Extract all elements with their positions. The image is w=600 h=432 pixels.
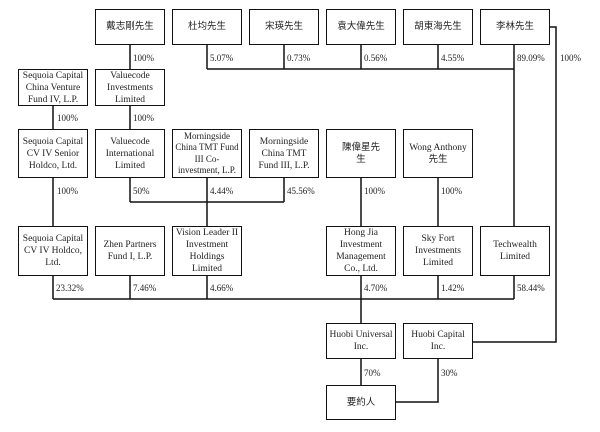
pct-label: 50%	[133, 186, 150, 196]
pct-label: 7.46%	[133, 283, 157, 293]
pct-label: 1.42%	[441, 283, 465, 293]
entity-sequoia-venture: Sequoia Capital China Venture Fund IV, L…	[18, 69, 88, 106]
pct-label: 23.32%	[56, 283, 84, 293]
pct-label: 89.09%	[517, 53, 545, 63]
entity-huobi-universal: Huobi Universal Inc.	[326, 323, 396, 359]
pct-label: 4.70%	[364, 283, 388, 293]
pct-label: 4.55%	[441, 53, 465, 63]
entity-du: 杜均先生	[172, 9, 242, 45]
entity-song: 宋瑛先生	[249, 9, 319, 45]
entity-li: 李林先生	[480, 9, 550, 45]
pct-label: 0.56%	[364, 53, 388, 63]
entity-valuecode-international: Valuecode International Limited	[95, 129, 165, 178]
pct-label: 4.44%	[210, 186, 234, 196]
pct-label: 70%	[364, 368, 381, 378]
pct-label: 100%	[133, 113, 154, 123]
pct-label: 100%	[560, 53, 581, 63]
entity-sequoia-senior: Sequoia Capital CV IV Senior Holdco, Ltd…	[18, 129, 88, 178]
entity-wong: Wong Anthony 先生	[403, 129, 473, 178]
entity-yuan: 袁大偉先生	[326, 9, 396, 45]
line-li-huobi-capital	[473, 26, 557, 343]
entity-morningside-coinvestment: Morningside China TMT Fund III Co-invest…	[172, 129, 242, 178]
pct-label: 100%	[57, 113, 78, 123]
entity-techwealth: Techwealth Limited	[480, 226, 550, 276]
pct-label: 58.44%	[517, 283, 545, 293]
entity-offeror: 要約人	[326, 385, 396, 420]
pct-label: 100%	[364, 186, 385, 196]
entity-morningside-fund: Morningside China TMT Fund III, L.P.	[249, 129, 319, 178]
entity-hong-jia: Hong Jia Investment Management Co., Ltd.	[326, 226, 396, 276]
entity-sky-fort: Sky Fort Investments Limited	[403, 226, 473, 276]
entity-chen: 陳偉星先生	[326, 129, 396, 178]
line-huobi-capital-offeror	[396, 359, 439, 403]
entity-sequoia-holdco: Sequoia Capital CV IV Holdco, Ltd.	[18, 226, 88, 276]
entity-zhen-partners: Zhen Partners Fund I, L.P.	[95, 226, 165, 276]
pct-label: 100%	[133, 53, 154, 63]
pct-label: 100%	[57, 186, 78, 196]
pct-label: 100%	[441, 186, 462, 196]
pct-label: 45.56%	[287, 186, 315, 196]
entity-hu: 胡東海先生	[403, 9, 473, 45]
entity-dai: 戴志剛先生	[95, 9, 165, 45]
pct-label: 4.66%	[210, 283, 234, 293]
entity-valuecode-investments: Valuecode Investments Limited	[95, 69, 165, 106]
pct-label: 0.73%	[287, 53, 311, 63]
pct-label: 5.07%	[210, 53, 234, 63]
entity-vision-leader: Vision Leader II Investment Holdings Lim…	[172, 226, 242, 276]
entity-huobi-capital: Huobi Capital Inc.	[403, 323, 473, 359]
pct-label: 30%	[441, 368, 458, 378]
